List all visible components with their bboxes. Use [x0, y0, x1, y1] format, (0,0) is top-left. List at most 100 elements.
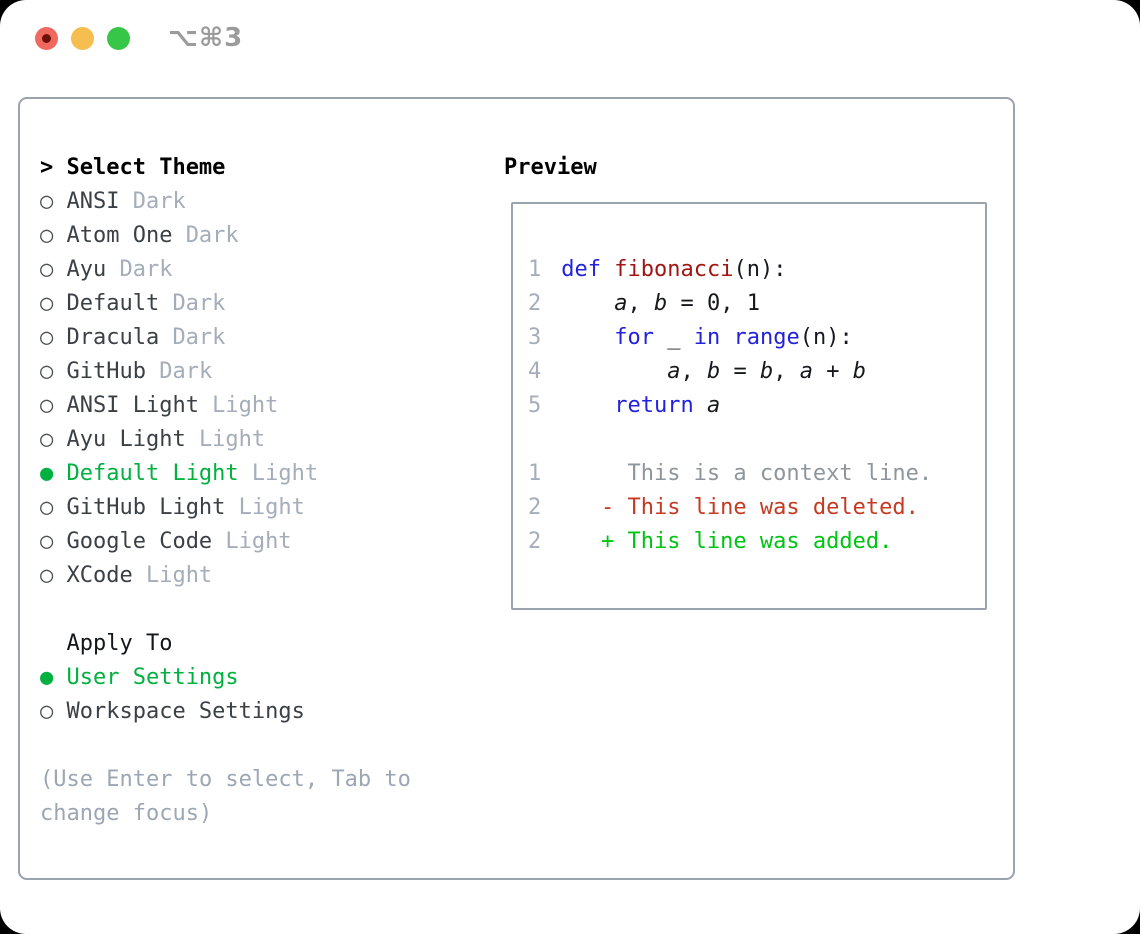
prompt-icon: > [40, 155, 54, 180]
line-number: 1 [528, 257, 542, 282]
code-line: 4 a, b = b, a + b [528, 355, 977, 389]
radio-unselected-icon: ○ [40, 529, 54, 554]
theme-name: Atom One [66, 223, 173, 248]
code-segment [561, 291, 614, 316]
theme-variant-tag: Dark [132, 189, 186, 214]
theme-option[interactable]: ○ ANSI Light Light [40, 389, 480, 423]
radio-unselected-icon: ○ [40, 427, 54, 452]
code-segment: b [706, 359, 721, 384]
radio-unselected-icon: ○ [40, 495, 54, 520]
apply-to-list: ● User Settings ○ Workspace Settings [40, 661, 480, 729]
code-segment: fibonacci [614, 257, 734, 282]
line-number: 4 [528, 359, 542, 384]
code-segment [561, 325, 614, 350]
code-line: 1 This is a context line. [528, 457, 977, 491]
code-line: 5 return a [528, 389, 977, 423]
code-segment: range [733, 325, 800, 350]
code-segment: (n): [799, 325, 853, 350]
keyboard-hint: (Use Enter to select, Tab to change focu… [40, 767, 411, 826]
code-segment: a [799, 359, 813, 384]
theme-variant-tag: Dark [172, 325, 226, 350]
code-segment [720, 325, 733, 350]
code-segment: (n): [733, 257, 787, 282]
theme-option[interactable]: ○ ANSI Dark [40, 185, 480, 219]
minimize-button[interactable] [71, 27, 94, 50]
code-segment: + This line was added. [561, 529, 893, 554]
theme-variant-tag: Light [198, 427, 266, 452]
radio-unselected-icon: ○ [40, 223, 54, 248]
code-line: 2 a, b = 0, 1 [528, 287, 977, 321]
theme-option[interactable]: ○ Atom One Dark [40, 219, 480, 253]
theme-variant-tag: Light [212, 393, 279, 418]
radio-unselected-icon: ○ [40, 699, 54, 724]
apply-to-option[interactable]: ○ Workspace Settings [40, 695, 480, 729]
code-segment: This is a context line. [561, 461, 933, 486]
theme-name: Ayu [66, 257, 107, 282]
tab-shortcut-label: ⌥⌘3 [168, 23, 244, 53]
theme-option[interactable]: ○ Default Dark [40, 287, 480, 321]
apply-to-title: Apply To [66, 631, 173, 656]
line-number: 3 [528, 325, 542, 350]
theme-option[interactable]: ○ Dracula Dark [40, 321, 480, 355]
preview-title: Preview [504, 155, 597, 180]
radio-unselected-icon: ○ [40, 291, 54, 316]
code-segment [601, 257, 614, 282]
code-segment: = 0, 1 [667, 291, 760, 316]
radio-unselected-icon: ○ [40, 393, 54, 418]
apply-to-option-label: Workspace Settings [66, 699, 305, 724]
code-segment: = [720, 359, 760, 384]
code-segment: _ [653, 325, 694, 350]
theme-name: ANSI Light [66, 393, 199, 418]
theme-name: Dracula [66, 325, 160, 350]
theme-variant-tag: Dark [159, 359, 213, 384]
code-segment [561, 393, 614, 418]
apply-to-option[interactable]: ● User Settings [40, 661, 480, 695]
code-segment [694, 393, 707, 418]
code-segment: a [706, 393, 721, 418]
radio-selected-icon: ● [40, 461, 54, 486]
theme-list-title: Select Theme [66, 155, 226, 180]
theme-list-title-row: > Select Theme [40, 151, 480, 185]
code-line: 2 + This line was added. [528, 525, 977, 559]
line-number: 5 [528, 393, 542, 418]
line-number: 2 [528, 291, 542, 316]
code-segment: , [680, 359, 707, 384]
code-segment: - This line was deleted. [561, 495, 919, 520]
window-titlebar: ⌥⌘3 [0, 0, 1140, 80]
code-line: 2 - This line was deleted. [528, 491, 977, 525]
apply-to-option-label: User Settings [66, 665, 239, 690]
theme-name: Default [66, 291, 160, 316]
code-segment: def [561, 257, 601, 282]
radio-unselected-icon: ○ [40, 189, 54, 214]
code-segment: , [627, 291, 654, 316]
radio-selected-icon: ● [40, 665, 54, 690]
code-segment: for [614, 325, 654, 350]
radio-unselected-icon: ○ [40, 257, 54, 282]
radio-unselected-icon: ○ [40, 563, 54, 588]
code-segment: b [653, 291, 668, 316]
code-segment: + [812, 359, 853, 384]
theme-variant-tag: Light [238, 495, 305, 520]
theme-name: Default Light [66, 461, 239, 486]
theme-name: Google Code [66, 529, 213, 554]
zoom-button[interactable] [107, 27, 130, 50]
theme-name: ANSI [66, 189, 120, 214]
theme-variant-tag: Dark [172, 291, 226, 316]
code-segment: in [693, 325, 721, 350]
line-number: 2 [528, 529, 542, 554]
code-segment: b [852, 359, 866, 384]
radio-unselected-icon: ○ [40, 325, 54, 350]
theme-variant-tag: Dark [185, 223, 239, 248]
code-segment: a [614, 291, 628, 316]
close-button[interactable] [35, 27, 58, 50]
